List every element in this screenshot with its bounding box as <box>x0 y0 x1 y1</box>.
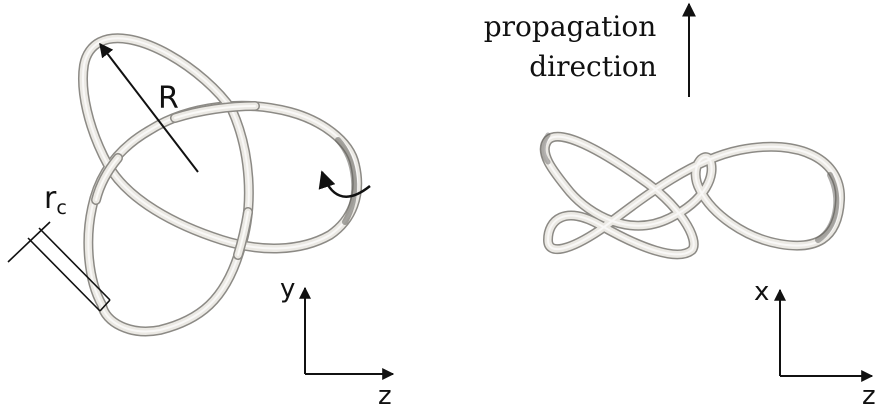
right-axes: x z <box>754 277 876 406</box>
core-radius-label-subscript: c <box>56 197 66 219</box>
core-radius-label-base: r <box>44 181 57 216</box>
radius-arrow <box>99 42 199 173</box>
trefoil-front-view: R rc y z <box>7 33 395 406</box>
trefoil-over-crossing <box>91 101 260 260</box>
propagation-label-line1: propagation <box>484 10 657 43</box>
left-axes: y z <box>280 274 395 406</box>
side-view-shadow <box>815 172 840 243</box>
side-view-tube-highlight <box>543 135 842 256</box>
rotation-arrow <box>318 170 371 198</box>
side-view-shadow-left <box>540 132 551 165</box>
core-radius-label: rc <box>44 181 67 219</box>
right-axis-horizontal-label: z <box>862 381 876 406</box>
core-radius-dimension <box>7 221 111 312</box>
propagation-label-line2: direction <box>529 50 657 83</box>
left-axis-vertical-label: y <box>280 274 295 304</box>
trefoil-side-view: propagation direction x z <box>484 2 876 406</box>
left-axis-horizontal-label: z <box>378 381 392 406</box>
right-axis-vertical-label: x <box>754 277 769 307</box>
trefoil-shadow <box>335 137 358 225</box>
radius-label: R <box>158 81 179 116</box>
